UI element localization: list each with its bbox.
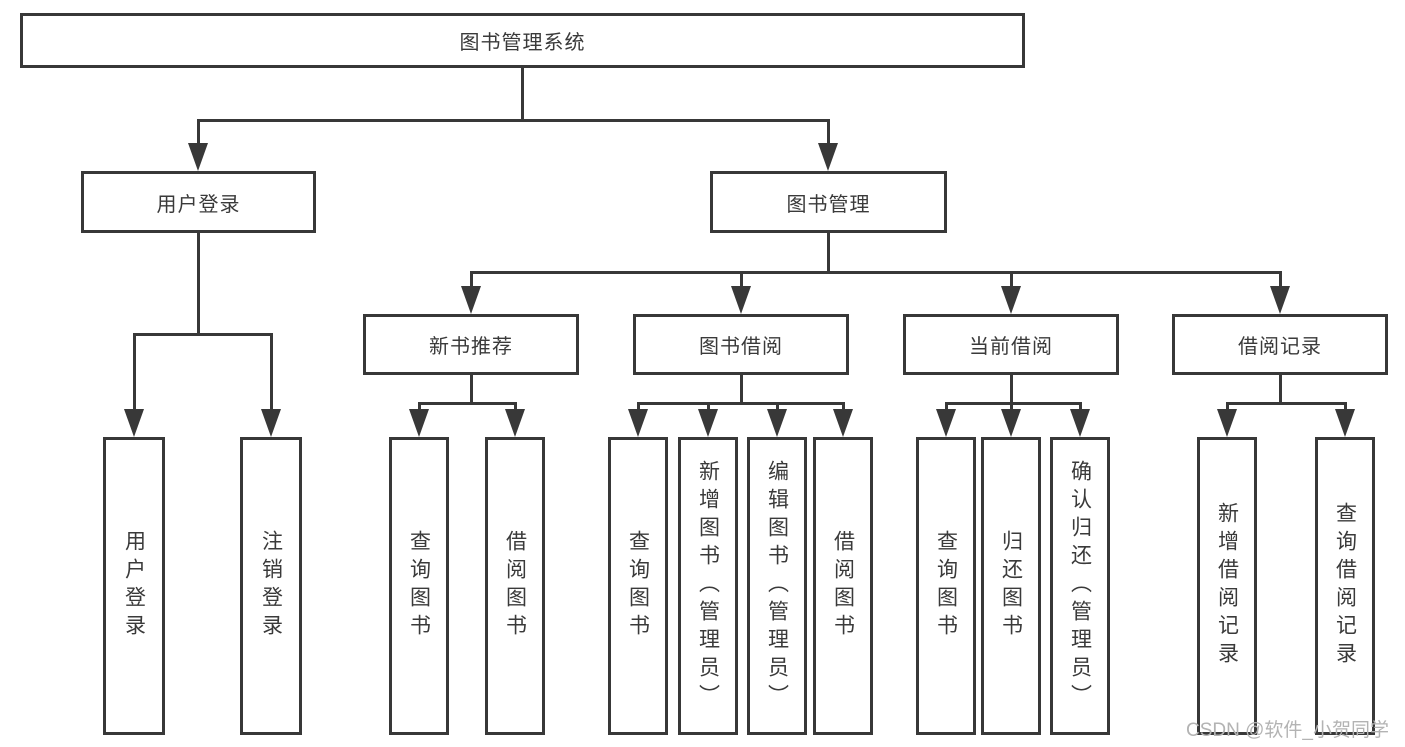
leaf-borrow-books-recommend-label: 借阅图书 — [503, 530, 527, 642]
connector-line — [1279, 271, 1282, 291]
connector-line — [1344, 402, 1347, 414]
connector-line — [1226, 402, 1347, 405]
arrow-down-icon — [818, 143, 838, 171]
leaf-edit-book-admin: 编辑图书（管理员） — [747, 437, 807, 735]
connector-line — [637, 402, 845, 405]
connector-line — [470, 373, 473, 404]
leaf-add-borrow-record-label: 新增借阅记录 — [1215, 502, 1239, 670]
leaf-confirm-return-admin: 确认归还（管理员） — [1050, 437, 1110, 735]
arrow-down-icon — [505, 409, 525, 437]
node-root: 图书管理系统 — [20, 13, 1025, 68]
arrow-down-icon — [261, 409, 281, 437]
leaf-add-borrow-record: 新增借阅记录 — [1197, 437, 1257, 735]
watermark: CSDN @软件_小贺同学 — [1186, 720, 1389, 741]
arrow-down-icon — [1217, 409, 1237, 437]
connector-line — [827, 231, 830, 273]
node-current-borrowing: 当前借阅 — [903, 314, 1119, 375]
leaf-query-books-borrowing: 查询图书 — [608, 437, 668, 735]
arrow-down-icon — [731, 286, 751, 314]
connector-line — [514, 402, 517, 414]
connector-line — [133, 333, 273, 336]
connector-line — [740, 373, 743, 404]
arrow-down-icon — [698, 409, 718, 437]
connector-line — [707, 402, 710, 414]
leaf-edit-book-admin-label: 编辑图书（管理员） — [765, 460, 789, 712]
arrow-down-icon — [1270, 286, 1290, 314]
connector-line — [842, 402, 845, 414]
leaf-logout: 注销登录 — [240, 437, 302, 735]
node-user-login-label: 用户登录 — [156, 193, 241, 216]
connector-line — [470, 271, 473, 291]
node-new-book-recommend-label: 新书推荐 — [429, 336, 513, 358]
leaf-return-books-label: 归还图书 — [999, 530, 1023, 642]
connector-line — [1279, 373, 1282, 404]
connector-line — [197, 119, 830, 122]
leaf-add-book-admin: 新增图书（管理员） — [678, 437, 738, 735]
node-book-management-label: 图书管理 — [786, 193, 871, 216]
node-user-login: 用户登录 — [81, 171, 316, 233]
node-book-borrowing-label: 图书借阅 — [699, 336, 783, 358]
arrow-down-icon — [188, 143, 208, 171]
connector-line — [776, 402, 779, 414]
connector-line — [827, 119, 830, 149]
connector-line — [133, 333, 136, 413]
leaf-query-borrow-record-label: 查询借阅记录 — [1333, 502, 1357, 670]
leaf-user-login: 用户登录 — [103, 437, 165, 735]
leaf-query-books-current: 查询图书 — [916, 437, 976, 735]
leaf-query-borrow-record: 查询借阅记录 — [1315, 437, 1375, 735]
arrow-down-icon — [1001, 409, 1021, 437]
connector-line — [1079, 402, 1082, 414]
arrow-down-icon — [409, 409, 429, 437]
connector-line — [637, 402, 640, 414]
arrow-down-icon — [1335, 409, 1355, 437]
leaf-borrow-books-recommend: 借阅图书 — [485, 437, 545, 735]
leaf-query-books-recommend-label: 查询图书 — [407, 530, 431, 642]
node-book-borrowing: 图书借阅 — [633, 314, 849, 375]
node-book-management: 图书管理 — [710, 171, 947, 233]
arrow-down-icon — [461, 286, 481, 314]
connector-line — [1226, 402, 1229, 414]
arrow-down-icon — [124, 409, 144, 437]
connector-line — [270, 333, 273, 413]
connector-line — [197, 119, 200, 149]
leaf-confirm-return-admin-label: 确认归还（管理员） — [1068, 460, 1092, 712]
connector-line — [1010, 271, 1013, 291]
connector-line — [1010, 373, 1013, 404]
leaf-user-login-label: 用户登录 — [122, 530, 146, 642]
arrow-down-icon — [833, 409, 853, 437]
connector-line — [945, 402, 1082, 405]
node-new-book-recommend: 新书推荐 — [363, 314, 579, 375]
leaf-return-books: 归还图书 — [981, 437, 1041, 735]
leaf-query-books-current-label: 查询图书 — [934, 530, 958, 642]
leaf-borrow-books-label: 借阅图书 — [831, 530, 855, 642]
leaf-query-books-borrowing-label: 查询图书 — [626, 530, 650, 642]
connector-line — [470, 271, 1281, 274]
node-current-borrowing-label: 当前借阅 — [969, 336, 1053, 358]
connector-line — [521, 66, 524, 121]
connector-line — [418, 402, 421, 414]
arrow-down-icon — [936, 409, 956, 437]
arrow-down-icon — [1070, 409, 1090, 437]
node-root-label: 图书管理系统 — [459, 32, 586, 54]
connector-line — [740, 271, 743, 291]
node-borrowing-records: 借阅记录 — [1172, 314, 1388, 375]
connector-line — [945, 402, 948, 414]
connector-line — [418, 402, 517, 405]
arrow-down-icon — [628, 409, 648, 437]
arrow-down-icon — [767, 409, 787, 437]
leaf-add-book-admin-label: 新增图书（管理员） — [696, 460, 720, 712]
leaf-query-books-recommend: 查询图书 — [389, 437, 449, 735]
connector-line — [1010, 402, 1013, 414]
leaf-borrow-books: 借阅图书 — [813, 437, 873, 735]
connector-line — [197, 231, 200, 335]
arrow-down-icon — [1001, 286, 1021, 314]
node-borrowing-records-label: 借阅记录 — [1238, 336, 1322, 358]
leaf-logout-label: 注销登录 — [259, 530, 283, 642]
